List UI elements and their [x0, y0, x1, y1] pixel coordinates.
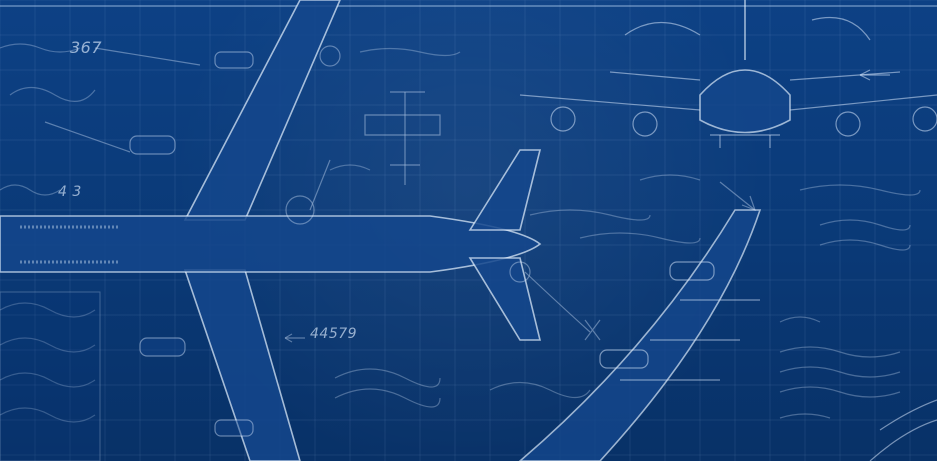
handwritten-scribbles	[0, 43, 921, 423]
annotation-number-4-3-text: 4 3	[58, 184, 82, 200]
notepad-panel	[0, 291, 101, 461]
annotation-number-367: 367	[70, 38, 102, 57]
annotation-number-44579: 44579	[310, 326, 357, 342]
callouts	[44, 45, 757, 343]
airplane-perspective-right	[518, 209, 937, 461]
airplane-front-view	[519, 0, 937, 148]
annotation-number-367-text: 367	[70, 38, 103, 57]
annotation-number-4-3: 4 3	[58, 184, 82, 200]
annotation-number-44579-text: 44579	[310, 326, 358, 342]
airplane-top-view-left	[0, 0, 542, 461]
sketch-small-plane	[364, 91, 441, 185]
